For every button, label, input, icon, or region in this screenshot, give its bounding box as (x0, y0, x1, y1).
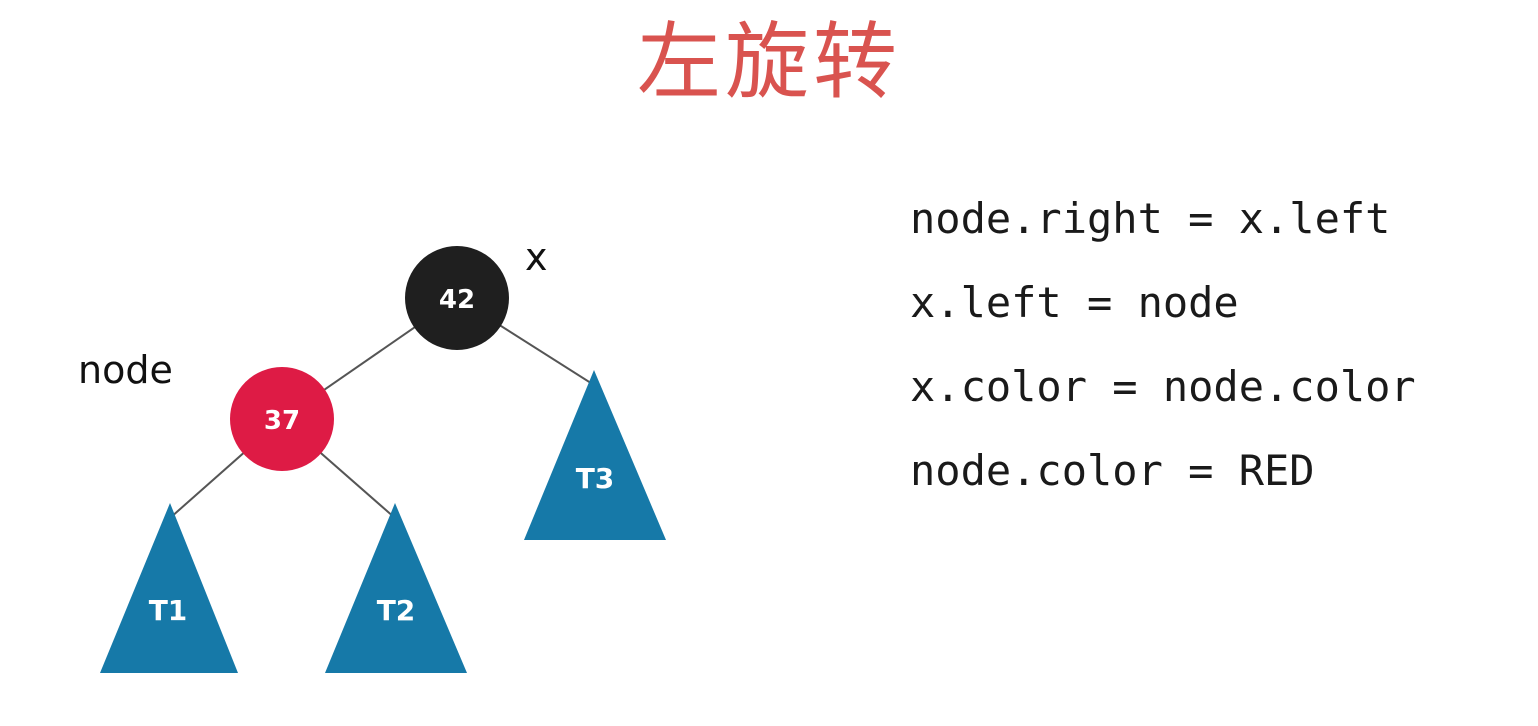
subtree-t1: T1 (100, 503, 238, 673)
tree-node-x: 42 (405, 246, 509, 350)
rotation-tree-diagram: T1 T2 T3 42 37 x node (78, 235, 666, 673)
subtree-t1-label: T1 (149, 594, 188, 627)
slide-title: 左旋转 (636, 13, 901, 111)
code-line: node.right = x.left (910, 194, 1391, 243)
subtree-t2: T2 (325, 503, 467, 673)
rotation-code: node.right = x.left x.left = node x.colo… (910, 190, 1416, 526)
pointer-label-node: node (78, 348, 173, 392)
pointer-label-x: x (525, 235, 548, 279)
code-line: node.color = RED (910, 446, 1315, 495)
subtree-t2-label: T2 (377, 594, 416, 627)
code-line: x.left = node (910, 278, 1239, 327)
tree-node-x-value: 42 (439, 285, 475, 315)
subtree-t3-label: T3 (576, 462, 615, 495)
code-line: x.color = node.color (910, 362, 1416, 411)
subtree-t3: T3 (524, 370, 666, 540)
tree-node-node-value: 37 (264, 406, 300, 436)
tree-node-node: 37 (230, 367, 334, 471)
